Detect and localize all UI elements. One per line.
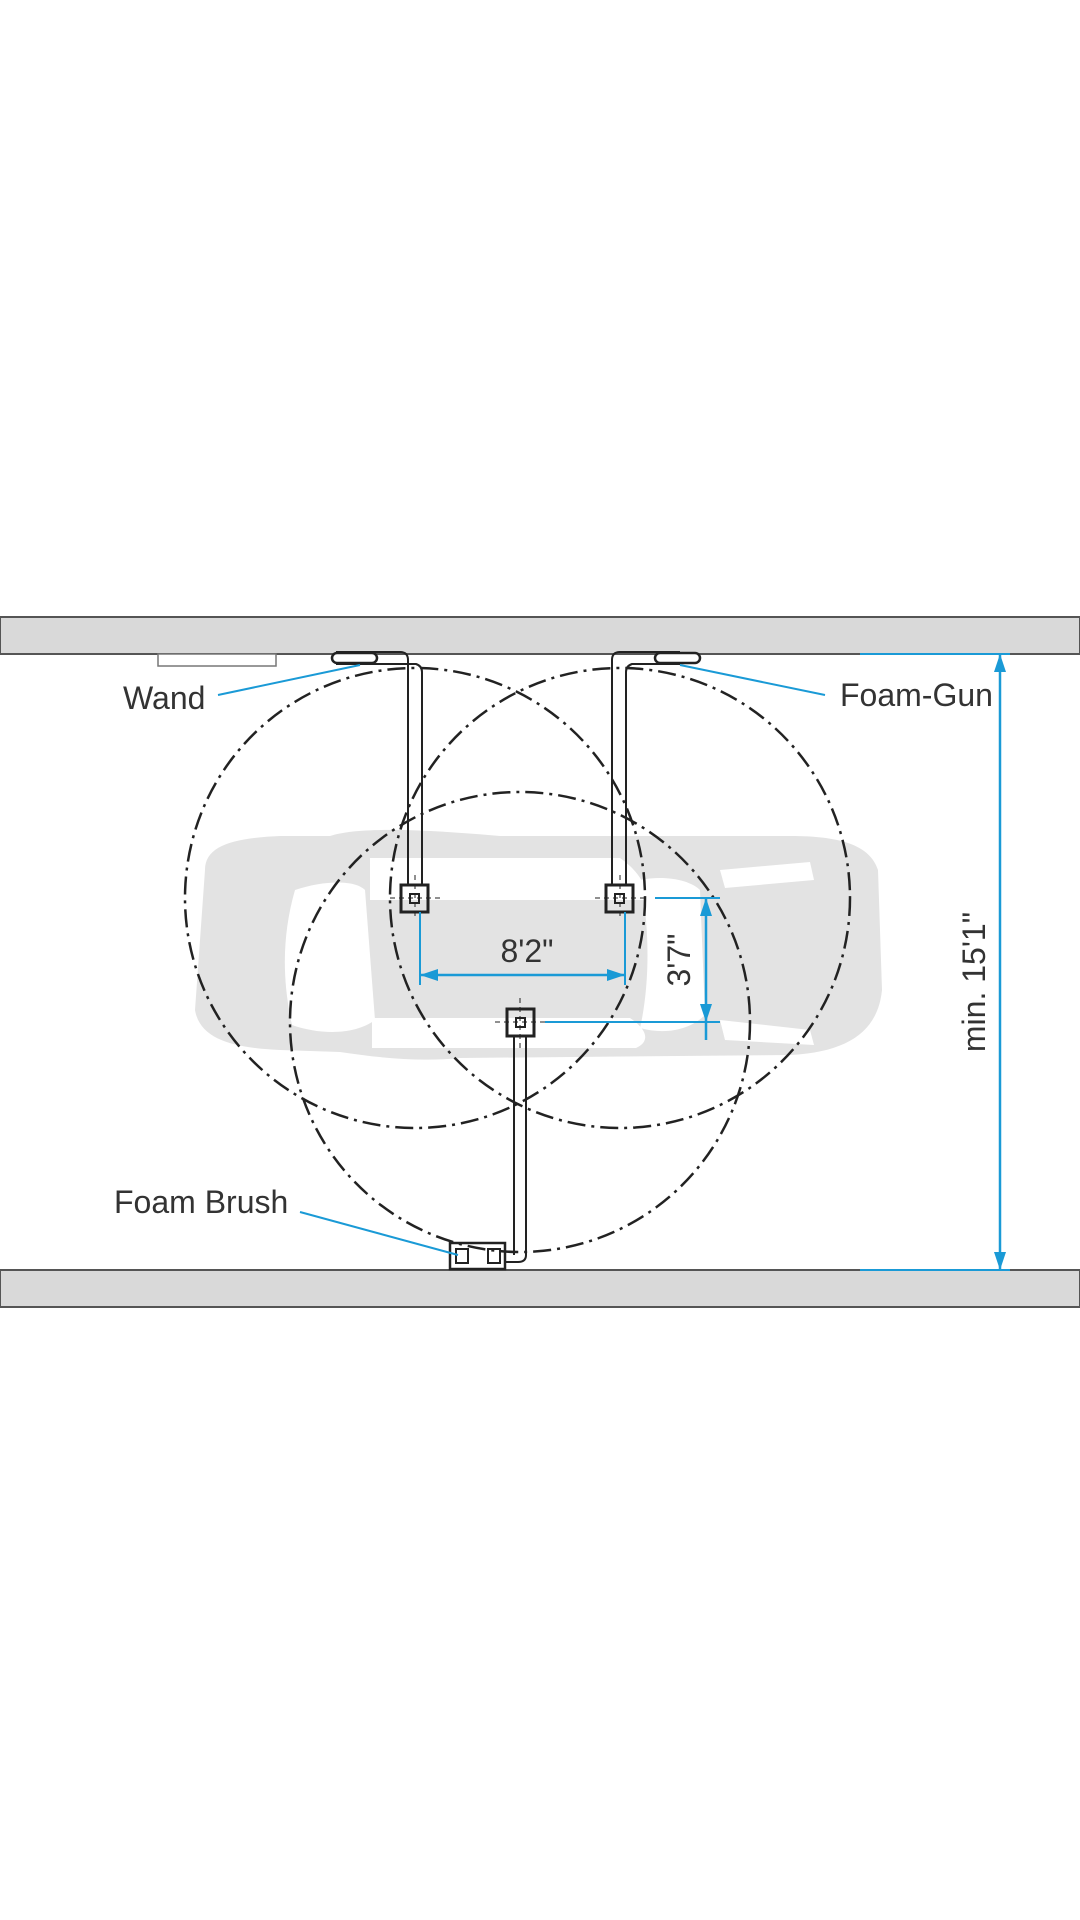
- bay-width-dimension: min. 15'1": [956, 912, 992, 1052]
- foam-brush-reach-circle: [288, 790, 752, 1254]
- foam-gun-leader: [679, 664, 826, 696]
- wand-boom: [330, 651, 440, 920]
- offset-dimension: 3'7": [661, 933, 697, 986]
- dimension-lines: [419, 653, 1010, 1271]
- bottom-wall: [0, 1269, 1080, 1308]
- leader-lines: [217, 664, 826, 1256]
- foam-brush-label: Foam Brush: [114, 1184, 288, 1220]
- foam-gun-boom: [595, 651, 702, 920]
- wall-recess: [157, 653, 277, 667]
- foam-gun-label: Foam-Gun: [840, 677, 993, 713]
- foam-brush-leader: [299, 1211, 459, 1256]
- wand-nozzle: [330, 651, 379, 665]
- foam-gun-nozzle: [653, 651, 702, 665]
- boom-spacing-dimension: 8'2": [500, 933, 553, 969]
- foam-brush-base: [448, 1241, 507, 1271]
- foam-brush-boom: [448, 998, 545, 1271]
- car-silhouette: [195, 829, 882, 1060]
- top-wall: [0, 616, 1080, 655]
- wand-leader: [217, 664, 361, 696]
- foam-gun-reach-circle: [388, 666, 852, 1130]
- wand-label: Wand: [123, 680, 205, 716]
